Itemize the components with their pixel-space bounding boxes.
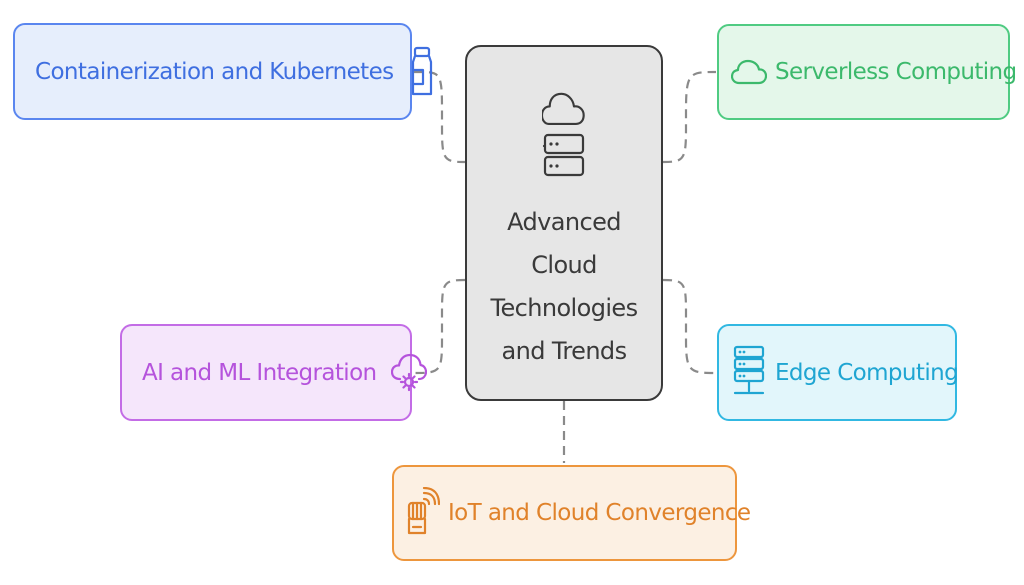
- node-ai-ml-integration: AI and ML Integration: [120, 324, 427, 421]
- node-containerization-label: Containerization and Kubernetes: [35, 58, 394, 85]
- connector-edge: [662, 278, 717, 375]
- container-jar-icon: [410, 46, 434, 98]
- node-serverless-computing: Serverless Computing: [717, 24, 1017, 120]
- node-iot-cloud-convergence: IoT and Cloud Convergence: [392, 465, 751, 561]
- cloud-server-icon: [540, 89, 586, 183]
- server-stack-icon: [731, 345, 767, 401]
- wireless-device-icon: [404, 487, 440, 539]
- node-containerization-kubernetes: Containerization and Kubernetes: [13, 23, 432, 120]
- connector-ai-ml: [413, 278, 466, 375]
- node-edge-computing: Edge Computing: [717, 324, 959, 421]
- connector-serverless: [662, 70, 717, 164]
- central-topic-node: Advanced Cloud Technologies and Trends: [465, 45, 663, 401]
- central-topic-title: Advanced Cloud Technologies and Trends: [490, 208, 639, 365]
- cloud-icon: [731, 59, 767, 85]
- cloud-gear-icon: [390, 353, 427, 393]
- node-serverless-label: Serverless Computing: [775, 59, 1017, 85]
- node-ai-ml-label: AI and ML Integration: [142, 359, 377, 386]
- node-iot-label: IoT and Cloud Convergence: [448, 500, 751, 526]
- node-edge-label: Edge Computing: [775, 359, 959, 386]
